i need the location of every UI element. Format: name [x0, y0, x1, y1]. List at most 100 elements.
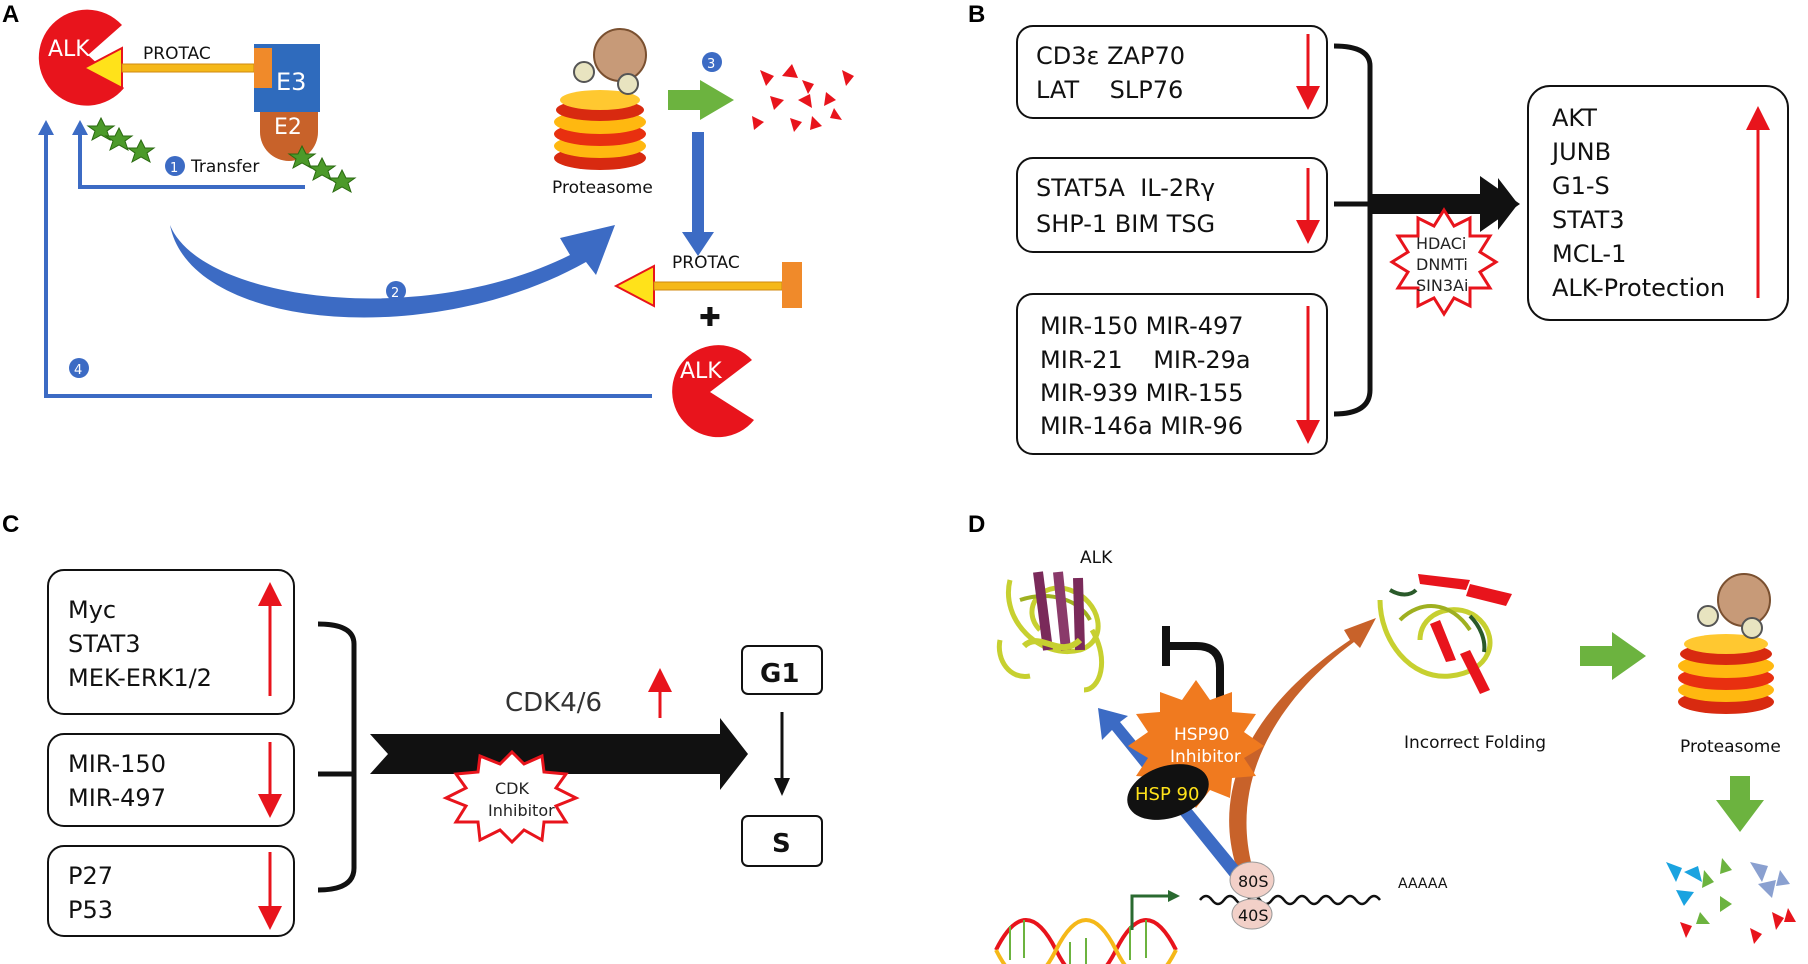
box-b-mirna — [1016, 293, 1328, 455]
b-result-3: G1-S — [1552, 172, 1610, 200]
e2-label: E2 — [274, 115, 302, 140]
b-box1-line2: LAT SLP76 — [1036, 76, 1183, 104]
c-inhibitor-burst — [442, 749, 580, 845]
ribosome-40s-label: 40S — [1238, 906, 1269, 925]
panel-c: Myc STAT3 MEK-ERK1/2 MIR-150 MIR-497 P27… — [47, 569, 823, 937]
box-b-tcell — [1016, 25, 1328, 119]
ubiquitin-chain-alk — [86, 116, 156, 164]
step-4-badge — [69, 358, 89, 378]
b-box2-line1: STAT5A IL-2Rγ — [1036, 174, 1215, 202]
b-black-arrow — [1370, 178, 1518, 230]
hsp90-label: HSP 90 — [1135, 784, 1199, 805]
b-inhibitor-3: SIN3Ai — [1416, 276, 1468, 295]
b-box3-line4: MIR-146a MIR-96 — [1040, 412, 1243, 440]
peptide-fragments-a — [752, 64, 854, 132]
step-1-number: 1 — [170, 161, 178, 176]
alk-folded-protein — [996, 571, 1105, 693]
b-box3-line1: MIR-150 MIR-497 — [1040, 312, 1244, 340]
polya-tail-label: AAAAA — [1398, 876, 1448, 892]
plus-sign: ✚ — [699, 303, 721, 333]
b-inhibitor-2: DNMTi — [1416, 255, 1468, 274]
hsp90-inhibitor-line2: Inhibitor — [1170, 747, 1241, 767]
step-3-number: 3 — [707, 57, 715, 72]
hsp90-inhibitor-line1: HSP90 — [1174, 725, 1229, 745]
transfer-arrow — [78, 128, 305, 189]
b-result-1: AKT — [1552, 104, 1597, 132]
proteasome-label-a: Proteasome — [552, 178, 653, 198]
box-c-p27 — [47, 845, 295, 937]
degradation-curve-arrow — [170, 225, 615, 318]
hsp90-chaperone — [1127, 764, 1209, 820]
c-bracket — [317, 621, 357, 893]
panel-a-letter: A — [2, 1, 19, 28]
panel-b: CD3ε ZAP70 LAT SLP76 STAT5A IL-2Rγ SHP-1… — [1016, 25, 1789, 455]
step-1-badge — [165, 156, 185, 176]
incorrect-folding-label: Incorrect Folding — [1404, 733, 1546, 753]
c-box2-line2: MIR-497 — [68, 784, 166, 812]
protac-label-top: PROTAC — [143, 44, 211, 64]
c-box2-line1: MIR-150 — [68, 750, 166, 778]
step-3-badge — [702, 52, 722, 72]
box-b-result — [1527, 85, 1789, 321]
alk-label-bottom: ALK — [680, 359, 722, 384]
alk-recycling-arrow — [44, 128, 652, 398]
ribosome-40s — [1231, 898, 1273, 930]
alk-protein-bottom — [672, 345, 754, 438]
b-inhibitor-burst — [1389, 207, 1499, 317]
proteasome-label-d: Proteasome — [1680, 737, 1781, 757]
mrna-strand — [1199, 894, 1381, 906]
c-box1-line1: Myc — [68, 596, 116, 624]
b-result-4: STAT3 — [1552, 206, 1625, 234]
s-box — [741, 815, 823, 867]
c-inhibitor-line2: Inhibitor — [488, 801, 555, 820]
ubiquitin-chain-e2 — [287, 144, 357, 194]
e3-label: E3 — [276, 68, 306, 96]
e3-ligand — [254, 48, 272, 88]
b-box3-line2: MIR-21 MIR-29a — [1040, 346, 1251, 374]
d-green-arrow-right — [1580, 632, 1646, 680]
misfolded-protein — [1377, 574, 1512, 694]
b-inhibitor-1: HDACi — [1416, 234, 1466, 253]
b-bracket — [1333, 43, 1373, 417]
ribosome-80s-label: 80S — [1238, 872, 1269, 891]
protac-linker-bottom — [653, 281, 783, 291]
b-result-6: ALK-Protection — [1552, 274, 1725, 302]
b-result-5: MCL-1 — [1552, 240, 1626, 268]
proteasome-icon-d — [1678, 573, 1774, 714]
green-degradation-arrow-a — [668, 80, 734, 120]
c-cdk-label: CDK4/6 — [505, 688, 602, 718]
protac-warhead-bottom — [613, 264, 655, 308]
dna-helix — [994, 918, 1178, 964]
b-box1-line1: CD3ε ZAP70 — [1036, 42, 1185, 70]
ribosome-80s — [1229, 861, 1275, 899]
misfold-arrow — [1229, 618, 1376, 866]
promoter-arrow — [1130, 894, 1172, 930]
protac-e3-ligand-bottom — [782, 262, 802, 308]
step-1-label: Transfer — [190, 157, 259, 177]
box-c-myc — [47, 569, 295, 715]
protac-label-bottom: PROTAC — [672, 253, 740, 273]
b-black-arrow-head — [1480, 176, 1520, 232]
c-box3-line2: P53 — [68, 896, 113, 924]
panel-c-letter: C — [2, 511, 19, 538]
c-inhibitor-line1: CDK — [495, 779, 529, 798]
step-4-number: 4 — [74, 363, 82, 378]
protac-linker-top — [121, 63, 255, 73]
d-alk-label: ALK — [1080, 548, 1113, 568]
b-result-2: JUNB — [1550, 138, 1611, 166]
panel-d: ALK HSP90 Inhibitor HSP 90 Incorrect Fol… — [994, 548, 1796, 964]
step-2-number: 2 — [391, 286, 399, 301]
b-box3-line3: MIR-939 MIR-155 — [1040, 379, 1244, 407]
recycle-arrow-down — [682, 132, 714, 256]
b-box2-line2: SHP-1 BIM TSG — [1036, 210, 1215, 238]
hsp90-block-line — [1166, 642, 1224, 714]
panel-b-letter: B — [968, 1, 985, 28]
alk-label-top: ALK — [48, 37, 90, 62]
panel-a: ALK PROTAC E3 E2 1 Transfer — [38, 9, 854, 438]
alk-protein-top — [38, 9, 124, 106]
peptide-fragments-d — [1666, 858, 1796, 944]
d-green-arrow-down — [1716, 776, 1764, 832]
c-box3-line1: P27 — [68, 862, 113, 890]
c-box1-line2: STAT3 — [68, 630, 141, 658]
proteasome-icon-a — [554, 28, 647, 170]
